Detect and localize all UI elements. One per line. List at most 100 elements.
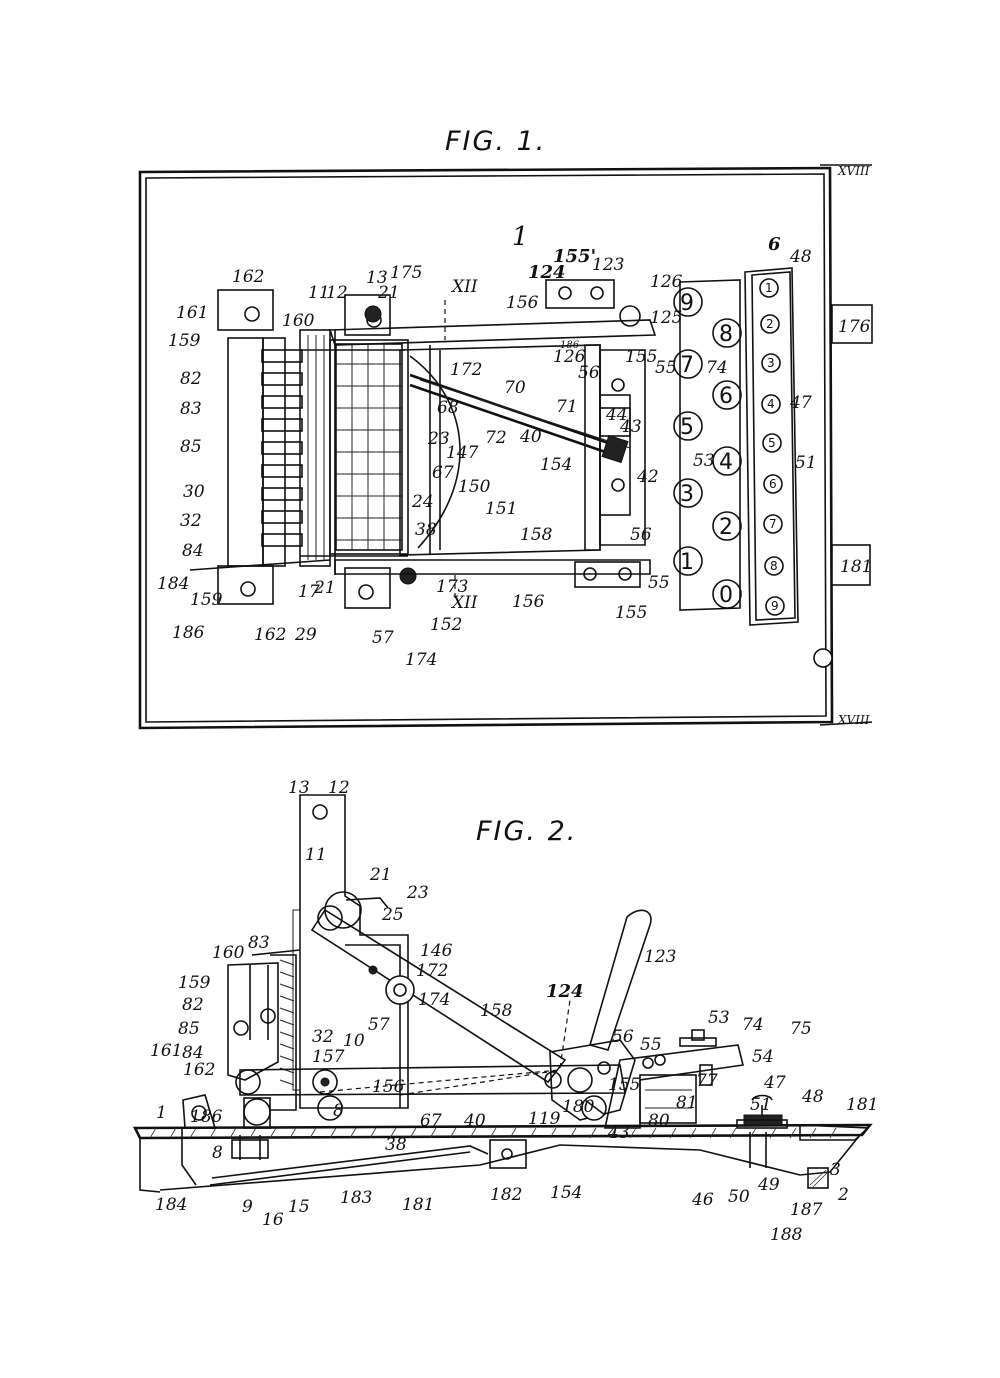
reference-numeral: 1	[512, 222, 529, 252]
reference-numeral: 51	[795, 453, 817, 473]
reference-numeral: 9	[242, 1197, 253, 1217]
reference-numeral: 81	[676, 1093, 698, 1113]
fig2-post-11	[292, 794, 409, 1109]
reference-numeral: 161	[150, 1041, 182, 1061]
fig1-frame	[328, 319, 657, 575]
reference-numeral: 68	[437, 398, 459, 418]
reference-numeral: 30	[183, 482, 205, 502]
fig2-title: FIG. 2.	[476, 816, 577, 847]
reference-numeral: 56	[612, 1027, 634, 1047]
reference-numeral: 160	[282, 311, 315, 331]
reference-numeral: 67	[420, 1111, 442, 1131]
reference-numeral: 83	[248, 933, 270, 953]
reference-numeral: 175	[390, 263, 422, 283]
reference-numeral: 3	[680, 482, 694, 507]
reference-numeral: 162	[254, 625, 286, 645]
reference-numeral: 172	[416, 961, 448, 981]
reference-numeral: 47	[789, 393, 812, 413]
reference-numeral: 6	[768, 234, 781, 255]
fig1-comb-block	[217, 289, 331, 605]
reference-numeral: 13	[366, 268, 388, 288]
reference-numeral: 55	[655, 358, 677, 378]
reference-numeral: 56	[578, 363, 600, 383]
figure-2: FIG. 2.	[132, 778, 878, 1245]
reference-numeral: 180	[562, 1097, 595, 1117]
reference-numeral: 176	[838, 317, 871, 337]
reference-numeral: 2	[766, 317, 774, 331]
reference-numeral: 9	[771, 599, 779, 613]
reference-numeral: 181	[840, 557, 872, 577]
reference-numeral: 159	[178, 973, 211, 993]
reference-numeral: 21	[369, 865, 392, 885]
reference-numeral: 186	[560, 340, 580, 351]
fig1-title: FIG. 1.	[445, 126, 546, 157]
reference-numeral: 1	[156, 1103, 167, 1123]
fig2-bar-47	[736, 1094, 788, 1129]
reference-numeral: 53	[693, 451, 715, 471]
reference-numeral: 155	[608, 1075, 640, 1095]
reference-numeral: 174	[405, 650, 437, 670]
reference-numeral: 181	[846, 1095, 878, 1115]
reference-numeral: 188	[770, 1225, 803, 1245]
pivot-knob	[813, 648, 833, 668]
reference-numeral: 85	[178, 1019, 200, 1039]
reference-numeral: 9	[680, 291, 694, 316]
fig2-key-lever-54	[604, 1029, 744, 1129]
reference-numeral: 49	[757, 1175, 780, 1195]
reference-numeral: 173	[436, 577, 468, 597]
reference-numeral: 174	[418, 990, 450, 1010]
reference-numeral: 7	[769, 517, 777, 531]
reference-numeral: 11	[305, 845, 327, 865]
bracket-176	[831, 304, 873, 344]
reference-numeral: 23	[406, 883, 429, 903]
reference-numeral: 6	[719, 384, 733, 409]
reference-numeral: 82	[182, 995, 204, 1015]
reference-numeral: 55	[648, 573, 670, 593]
reference-numeral: 156	[506, 293, 539, 313]
reference-numeral: 74	[706, 358, 728, 378]
reference-numeral: 40	[463, 1111, 486, 1131]
reference-numeral: 70	[504, 378, 526, 398]
knurled-knob-174	[399, 567, 417, 585]
reference-numeral: 10	[343, 1031, 365, 1051]
reference-numeral: 21	[377, 283, 400, 303]
bar-digits: 1 2 3 4 5 6 7 8 9	[759, 278, 785, 616]
reference-numeral: 29	[294, 625, 317, 645]
fig1-dial-plate: 9 8 7 6 5 4 3 2 1 0	[673, 279, 742, 611]
knurled-knob-175	[364, 305, 382, 323]
fig1-base-plate	[138, 164, 873, 730]
reference-numeral: 44	[605, 405, 628, 425]
reference-numeral: 16	[262, 1210, 284, 1230]
reference-numeral: 8	[212, 1143, 223, 1163]
reference-numeral: 47	[763, 1073, 786, 1093]
reference-numeral: 172	[450, 360, 482, 380]
comb-teeth	[261, 349, 303, 547]
reference-numeral: 8	[770, 559, 778, 573]
reference-numeral: 21	[313, 578, 336, 598]
reference-numeral: 4	[719, 450, 733, 475]
fig2-arm-158	[310, 891, 567, 1084]
reference-numeral: 160	[212, 943, 245, 963]
reference-numeral: 3	[830, 1160, 841, 1180]
reference-numeral: 23	[427, 429, 450, 449]
fig1-numbered-bar: 1 2 3 4 5 6 7 8 9	[744, 267, 799, 626]
reference-numeral: 156	[512, 592, 545, 612]
fig2-foot-lever	[799, 1124, 870, 1141]
reference-numeral: 1	[680, 550, 694, 575]
fig2-handle-123	[549, 909, 652, 1121]
reference-numeral: 150	[458, 477, 491, 497]
reference-numeral: 38	[415, 520, 437, 540]
reference-numeral: 82	[180, 369, 202, 389]
reference-numeral: 83	[180, 399, 202, 419]
reference-numeral: 72	[485, 428, 507, 448]
reference-numeral: 158	[520, 525, 553, 545]
reference-numeral: 32	[312, 1027, 334, 1047]
reference-numeral: 155	[625, 347, 657, 367]
reference-numeral: 184	[157, 574, 189, 594]
reference-numeral: 43	[607, 1123, 630, 1143]
reference-numeral: 38	[385, 1135, 407, 1155]
fig1-key-levers	[300, 339, 409, 557]
fig2-comb-bracket	[227, 949, 301, 1111]
reference-numeral: 6	[769, 477, 777, 491]
reference-numeral: XII	[450, 277, 478, 297]
